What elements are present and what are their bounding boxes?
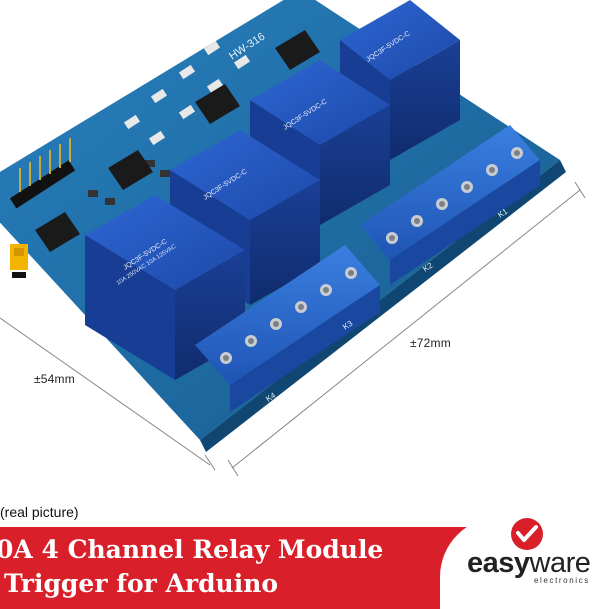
optocouplers	[35, 30, 320, 252]
product-title-line-2: Trigger for Arduino	[4, 569, 279, 598]
jumper	[10, 244, 28, 278]
width-dimension-label: ±54mm	[34, 372, 75, 386]
pcb-edge	[200, 160, 566, 452]
title-banner: 0A 4 Channel Relay Module Trigger for Ar…	[0, 517, 609, 609]
dimension-line-width	[0, 317, 216, 471]
product-title-line-1: 0A 4 Channel Relay Module	[0, 535, 384, 564]
terminal-block-right	[360, 125, 540, 285]
brand-name-bold: easy	[467, 547, 530, 579]
header-pins	[9, 138, 76, 209]
brand-name-regular: ware	[529, 547, 591, 579]
real-picture-caption: (real picture)	[0, 504, 79, 520]
brand-tagline: electronics	[534, 576, 590, 585]
terminal-block-left	[195, 245, 380, 412]
length-dimension-label: ±72mm	[410, 336, 451, 350]
dimension-line-length	[227, 181, 586, 477]
brand-logo-text: easyware	[467, 547, 591, 580]
smd-components	[88, 40, 251, 205]
banner-background: 0A 4 Channel Relay Module Trigger for Ar…	[0, 527, 470, 609]
easyware-logo-icon	[511, 518, 543, 550]
